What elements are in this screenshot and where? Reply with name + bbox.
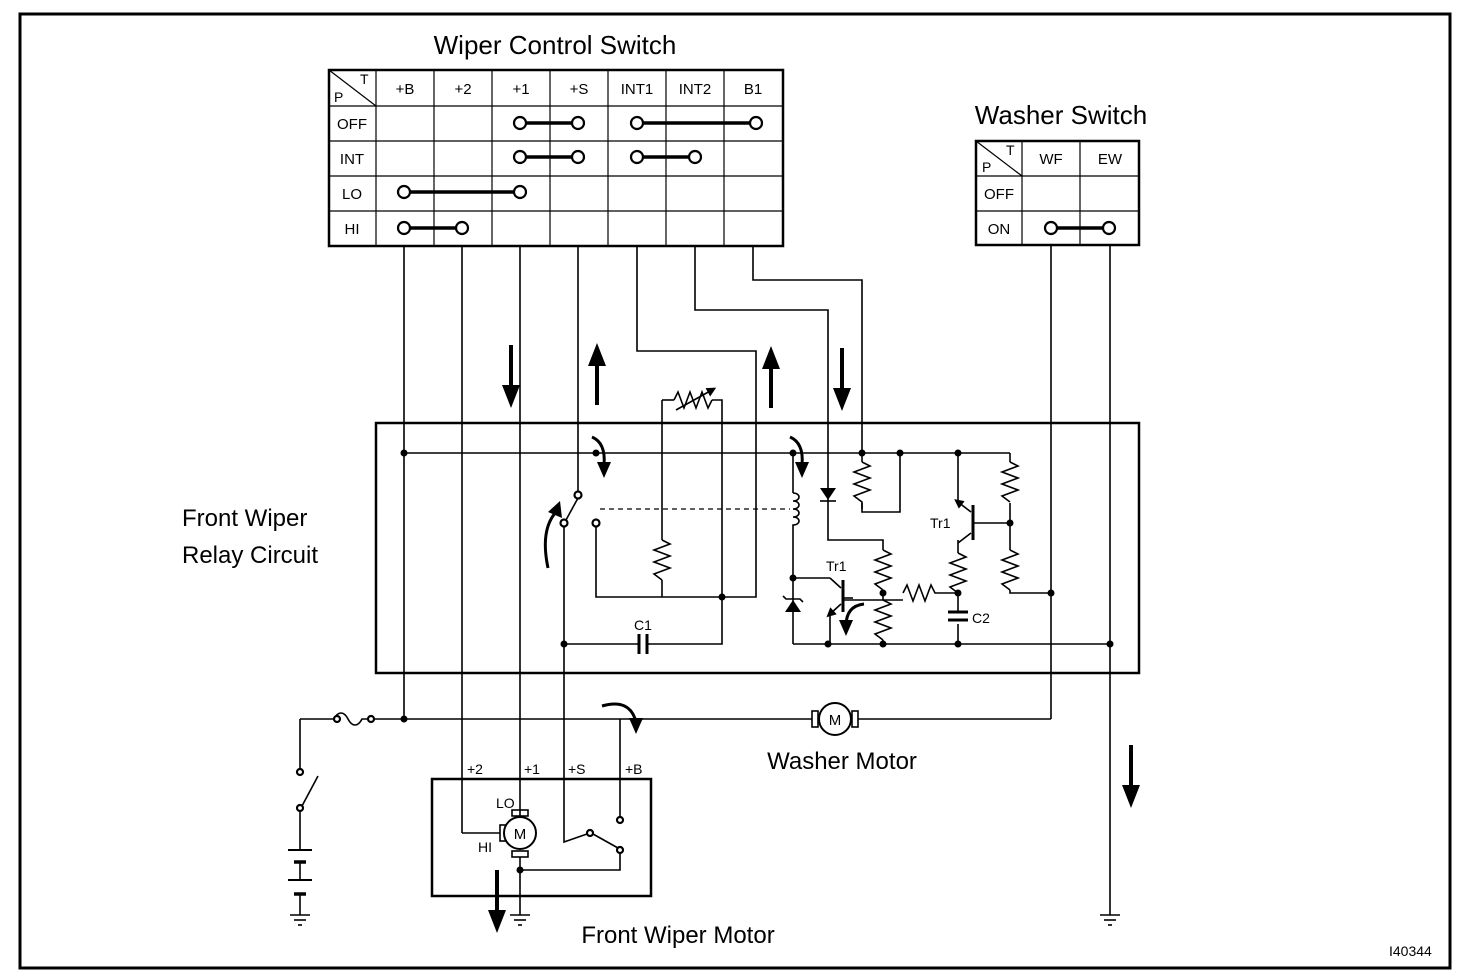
c2-label: C2 [972,610,990,626]
wiper-switch-corner-p: P [334,89,343,105]
wiper-switch-corner-t: T [360,71,369,87]
wiper-switch-connections [396,115,764,236]
wiper-row-lo: LO [342,186,362,203]
ground-motor-icon [510,914,530,926]
front-wiper-relay: Front Wiper Relay Circuit [182,421,1141,675]
motor-terminal-2: +2 [467,761,483,777]
resistor-r6-icon [999,461,1021,503]
battery-icon [288,849,312,896]
transistor-tr1-upper-icon: Tr1 [930,499,975,544]
wiper-row-hi: HI [345,221,360,238]
zener-diode-icon [782,595,804,612]
washer-switch: Washer Switch T P WF EW OFF ON [974,100,1147,247]
wiper-col-s: +S [570,81,589,98]
transistor-tr1-lower-icon: Tr1 [826,558,853,644]
resistor-r3-icon [872,599,894,641]
relay-coil-icon [792,492,800,530]
ground-battery-icon [290,914,310,926]
resistor-r2-icon [872,549,894,591]
wiper-control-switch: Wiper Control Switch T P +B +2 +1 +S INT… [327,30,785,248]
current-flow-arrows [488,343,1140,933]
washer-col-ew: EW [1098,151,1123,168]
wiper-switch-title: Wiper Control Switch [434,30,677,60]
motor-terminal-1: +1 [524,761,540,777]
resistor-icon [651,539,673,581]
relay-title-line1: Front Wiper [182,505,307,532]
washer-col-wf: WF [1039,151,1062,168]
relay-title-line2: Relay Circuit [182,542,318,569]
motor-lo-label: LO [496,795,515,811]
c1-label: C1 [634,617,652,633]
ignition-switch-icon [295,767,319,813]
wiper-col-2: +2 [454,81,471,98]
wiper-col-int2: INT2 [679,81,712,98]
diode-icon [820,488,836,508]
relay-switch-icon [559,490,601,528]
wiper-motor-symbol: M [514,826,527,843]
washer-switch-title: Washer Switch [975,100,1147,130]
tr1-upper-label: Tr1 [930,515,951,531]
wiper-row-int: INT [340,151,364,168]
wiper-col-b1: B1 [744,81,762,98]
wiper-col-1: +1 [512,81,529,98]
wiper-col-b: +B [396,81,415,98]
resistor-r7-icon [999,549,1021,591]
resistor-r1-icon [851,461,873,509]
resistor-r5-icon [947,552,969,594]
resistor-r4-icon [902,582,938,604]
ground-washer-icon [1100,914,1120,926]
washer-switch-corner-t: T [1006,142,1015,158]
capacitor-c2-icon: C2 [948,610,990,626]
wires [299,245,1111,915]
motor-terminal-b: +B [625,761,643,777]
wiper-col-int1: INT1 [621,81,654,98]
capacitor-c1-icon: C1 [634,617,652,654]
tr1-lower-label: Tr1 [826,558,847,574]
wiper-row-off: OFF [337,116,367,133]
washer-motor-icon [818,702,852,736]
front-wiper-motor: +2 +1 +S +B LO HI M Front Wiper Motor [430,761,775,949]
washer-switch-corner-p: P [982,159,991,175]
wiper-motor-title: Front Wiper Motor [581,922,774,949]
washer-motor: M Washer Motor [767,702,917,775]
washer-motor-symbol: M [829,712,842,729]
outer-frame [18,12,1452,970]
diagram-id: I40344 [1389,943,1432,959]
washer-row-off: OFF [984,186,1014,203]
motor-terminal-s: +S [568,761,586,777]
wiper-motor-icon [503,816,537,850]
washer-motor-title: Washer Motor [767,748,917,775]
washer-row-on: ON [988,221,1011,238]
motor-hi-label: HI [478,839,492,855]
